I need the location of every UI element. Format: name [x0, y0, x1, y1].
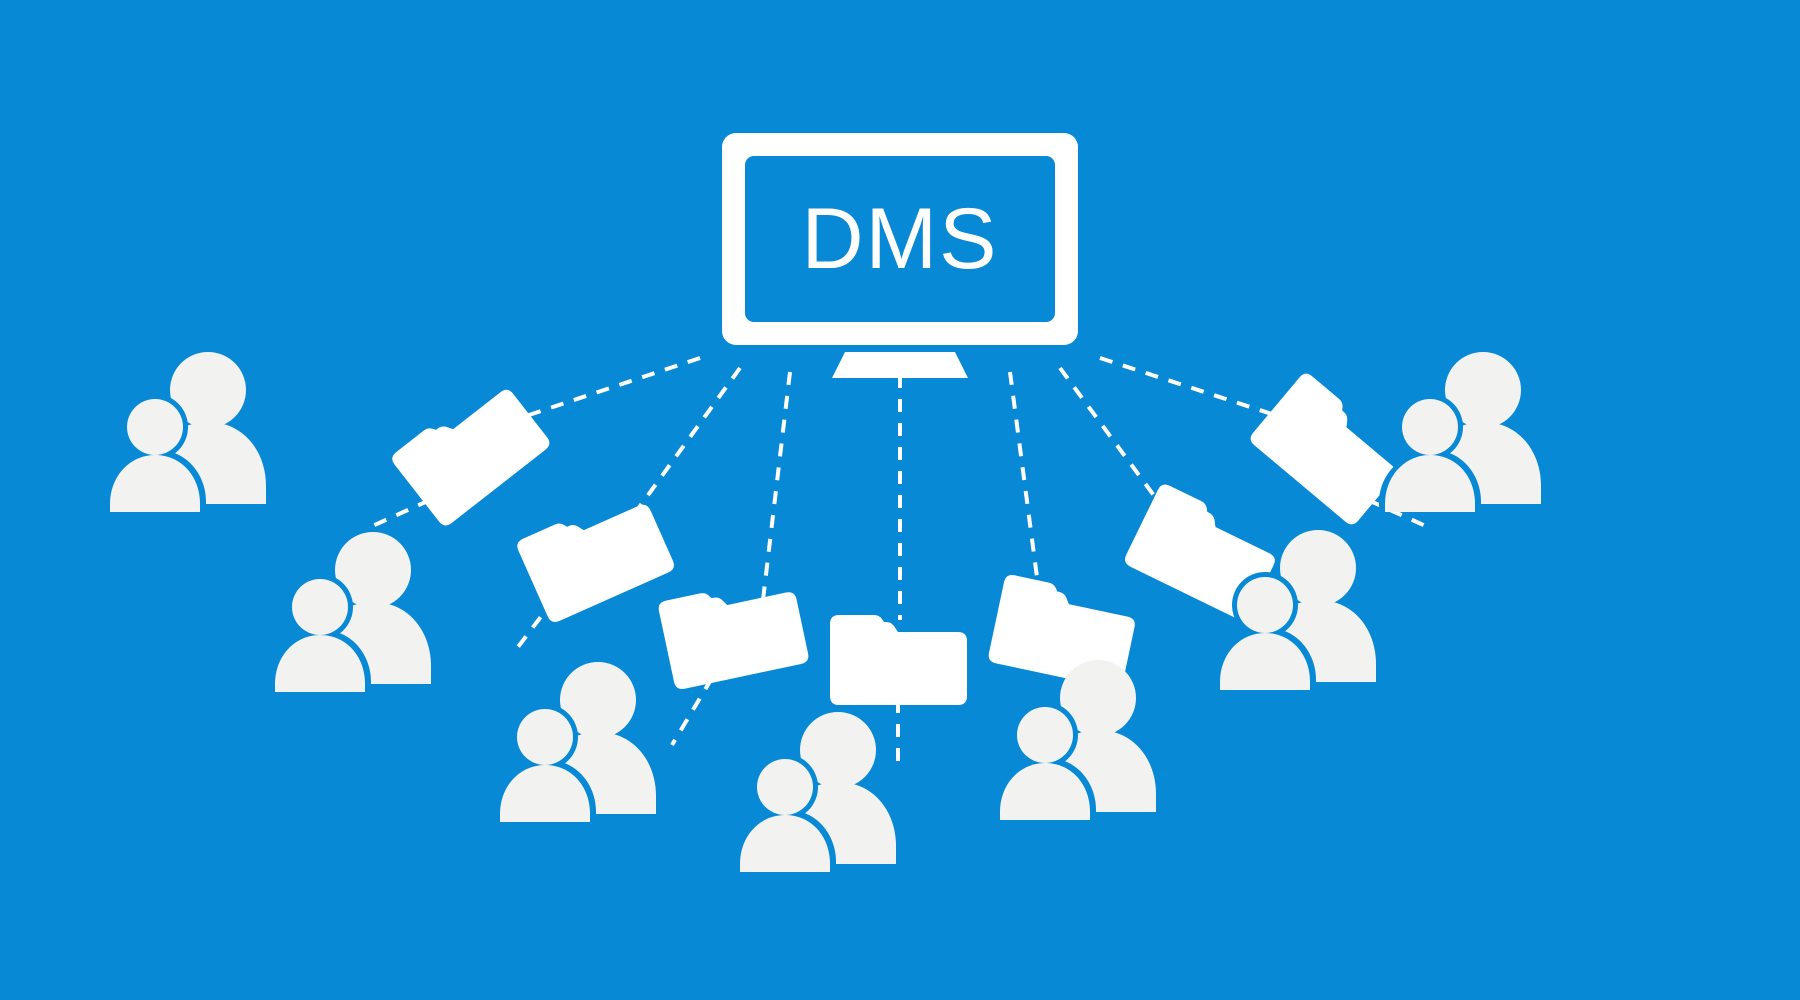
folder-front-flap	[1264, 387, 1392, 521]
folder-front-flap	[844, 622, 966, 700]
person-body-small	[500, 765, 590, 822]
person-head-large	[1280, 530, 1356, 606]
person-head-small	[1237, 577, 1293, 633]
monitor-label: DMS	[801, 191, 998, 287]
person-body-small	[740, 815, 830, 872]
connector-line	[1099, 356, 1285, 420]
people-icon[interactable]	[994, 660, 1156, 820]
connector-line	[628, 366, 742, 522]
folder-icon[interactable]	[515, 487, 677, 625]
person-body-small	[1000, 763, 1090, 820]
person-head-large	[170, 352, 246, 428]
person-head-small	[1017, 707, 1073, 763]
person-body-small	[110, 455, 200, 512]
connector-line	[1058, 366, 1174, 522]
folder-icon[interactable]	[1247, 371, 1410, 528]
connector-line	[367, 498, 431, 530]
people-icon[interactable]	[1214, 530, 1376, 690]
people-icon[interactable]	[1379, 352, 1541, 512]
monitor-hub[interactable]: DMS	[722, 133, 1078, 378]
person-head-large	[335, 532, 411, 608]
person-head-large	[1445, 352, 1521, 428]
folder-front-flap	[673, 597, 807, 682]
connector-line	[1367, 498, 1431, 530]
people-icon[interactable]	[734, 712, 896, 872]
user-group-icons	[104, 352, 1541, 872]
person-head-small	[517, 709, 573, 765]
person-head-small	[757, 759, 813, 815]
people-icon[interactable]	[104, 352, 266, 512]
people-icon[interactable]	[269, 532, 431, 692]
folder-icon[interactable]	[657, 574, 810, 691]
monitor-stand	[832, 352, 968, 378]
person-head-large	[560, 662, 636, 738]
person-body-small	[1220, 633, 1310, 690]
people-icon[interactable]	[494, 662, 656, 822]
monitor-screen	[745, 156, 1055, 322]
person-head-large	[1060, 660, 1136, 736]
person-head-small	[1402, 399, 1458, 455]
person-head-small	[292, 579, 348, 635]
person-body-small	[1385, 455, 1475, 512]
folder-front-flap	[407, 395, 546, 514]
connector-line	[519, 356, 701, 420]
person-head-large	[800, 712, 876, 788]
folder-icon[interactable]	[830, 615, 967, 705]
folder-front-flap	[1003, 584, 1133, 684]
folder-front-flap	[532, 511, 672, 613]
person-body-small	[275, 635, 365, 692]
folder-icon[interactable]	[389, 373, 552, 528]
person-head-small	[127, 399, 183, 455]
